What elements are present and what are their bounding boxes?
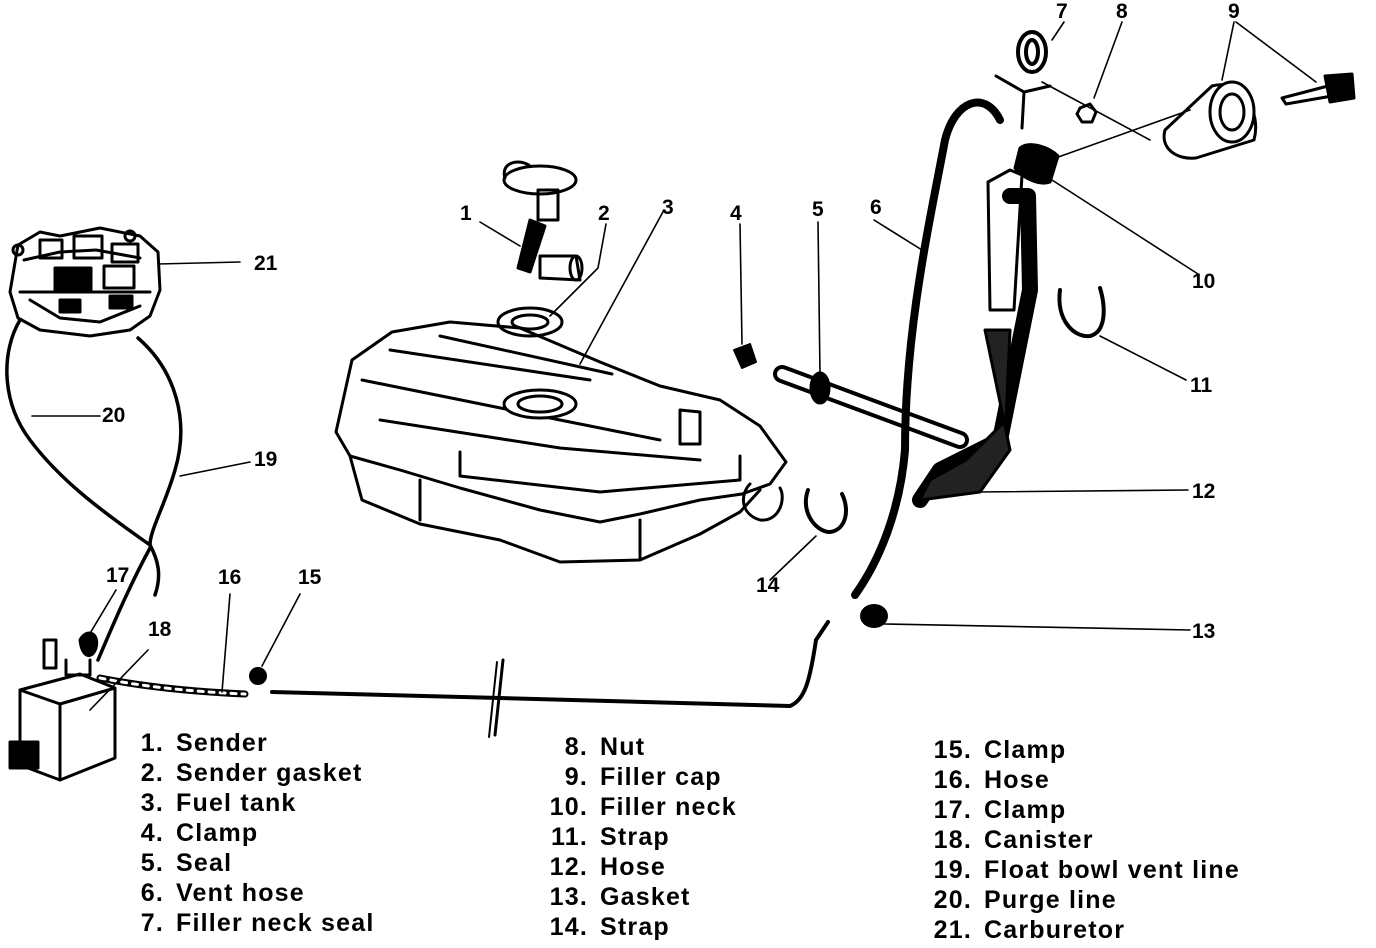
purge-and-vent-lines bbox=[5, 318, 183, 662]
legend-item: 18.Canister bbox=[933, 826, 1094, 854]
callout-14: 14 bbox=[756, 574, 780, 597]
callout-5: 5 bbox=[812, 198, 824, 221]
nut-8 bbox=[1075, 102, 1098, 124]
legend-item: 19.Float bowl vent line bbox=[933, 856, 1240, 884]
callout-12: 12 bbox=[1192, 480, 1215, 503]
canister-part bbox=[8, 631, 117, 782]
callout-2: 2 bbox=[598, 202, 610, 225]
legend-item: 9.Filler cap bbox=[564, 763, 722, 791]
leader-lines bbox=[31, 21, 1317, 711]
legend-item: 4.Clamp bbox=[140, 819, 259, 847]
callout-17: 17 bbox=[106, 564, 129, 587]
callout-4: 4 bbox=[730, 202, 742, 225]
legend-item: 1.Sender bbox=[140, 729, 268, 757]
hose-and-fuel-line bbox=[96, 620, 830, 738]
callout-6: 6 bbox=[870, 196, 882, 219]
clamp-15 bbox=[249, 667, 267, 685]
fuel-tank-part bbox=[334, 320, 788, 564]
legend-item: 11.Strap bbox=[551, 823, 670, 851]
carburetor-part bbox=[8, 226, 162, 338]
legend-item: 2.Sender gasket bbox=[140, 759, 363, 787]
callout-13: 13 bbox=[1192, 620, 1215, 643]
callout-8: 8 bbox=[1116, 0, 1128, 23]
sender-gasket-part bbox=[496, 306, 564, 338]
legend-item: 16.Hose bbox=[933, 766, 1050, 794]
callout-7: 7 bbox=[1056, 0, 1068, 23]
seal-and-filler-pipe bbox=[773, 365, 969, 449]
legend-item: 8.Nut bbox=[564, 733, 646, 761]
callout-20: 20 bbox=[102, 404, 125, 427]
legend-item: 7.Filler neck seal bbox=[140, 909, 375, 937]
legend-item: 13.Gasket bbox=[549, 883, 691, 911]
strap-11 bbox=[1057, 286, 1106, 339]
legend-item: 12.Hose bbox=[549, 853, 666, 881]
clamp-4 bbox=[733, 343, 757, 369]
callout-1: 1 bbox=[460, 202, 472, 225]
callout-19: 19 bbox=[254, 448, 277, 471]
callout-15: 15 bbox=[298, 566, 322, 589]
callout-16: 16 bbox=[218, 566, 241, 589]
legend-item: 17.Clamp bbox=[933, 796, 1067, 824]
legend-item: 21.Carburetor bbox=[933, 916, 1126, 944]
sender-part bbox=[502, 160, 584, 282]
callout-11: 11 bbox=[1190, 374, 1213, 397]
filler-neck-seal-part bbox=[1016, 30, 1048, 74]
legend-item: 5.Seal bbox=[140, 849, 233, 877]
filler-cap-part bbox=[1162, 72, 1356, 160]
legend-item: 10.Filler neck bbox=[549, 793, 737, 821]
callout-10: 10 bbox=[1192, 270, 1215, 293]
gasket-13 bbox=[860, 604, 888, 628]
callout-labels: 1 2 3 4 5 6 7 8 9 10 11 12 13 14 15 16 1… bbox=[102, 0, 1240, 643]
legend-item: 14.Strap bbox=[549, 913, 670, 941]
callout-3: 3 bbox=[662, 196, 674, 219]
vent-hose bbox=[851, 98, 1004, 599]
legend-item: 6.Vent hose bbox=[140, 879, 305, 907]
legend-item: 20.Purge line bbox=[933, 886, 1117, 914]
callout-9: 9 bbox=[1228, 0, 1240, 23]
strap-14 bbox=[804, 488, 848, 534]
callout-21: 21 bbox=[254, 252, 278, 275]
callout-18: 18 bbox=[148, 618, 172, 641]
vent-clip bbox=[994, 74, 1052, 130]
legend-item: 3.Fuel tank bbox=[140, 789, 297, 817]
filler-neck-part bbox=[912, 143, 1060, 508]
legend-item: 15.Clamp bbox=[933, 736, 1067, 764]
